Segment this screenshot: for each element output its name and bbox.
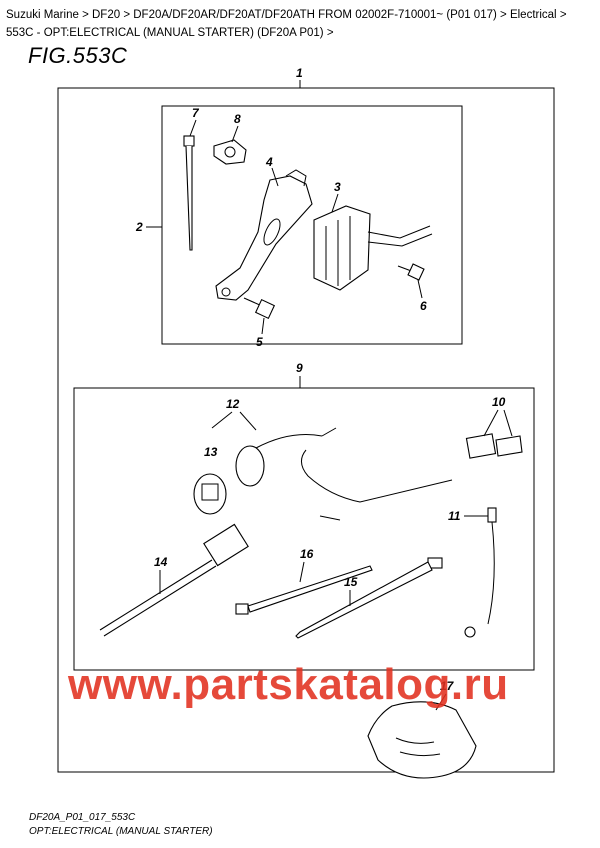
- svg-text:15: 15: [344, 575, 358, 589]
- callout-10[interactable]: 10: [483, 395, 513, 437]
- breadcrumb-separator: >: [500, 9, 507, 21]
- svg-text:7: 7: [192, 106, 200, 120]
- breadcrumb-separator: >: [559, 9, 567, 21]
- callout-14[interactable]: 14: [154, 555, 168, 594]
- breadcrumb-item-df20[interactable]: DF20: [92, 9, 121, 21]
- part-10-connector[interactable]: [465, 433, 523, 459]
- svg-text:11: 11: [448, 509, 461, 523]
- callout-9[interactable]: 9: [296, 361, 303, 388]
- svg-text:6: 6: [420, 299, 427, 313]
- group-box-upper: [161, 105, 463, 345]
- part-8-clamp[interactable]: [213, 139, 247, 165]
- breadcrumb-separator: >: [82, 9, 89, 21]
- part-14-cable-sleeve[interactable]: [99, 523, 249, 637]
- group-box-lower: [73, 387, 535, 671]
- svg-text:10: 10: [492, 395, 506, 409]
- part-7-cable-tie[interactable]: [183, 135, 195, 251]
- harness-cable: [301, 449, 453, 503]
- watermark-text: www.partskatalog.ru: [68, 660, 509, 709]
- part-16-cable-tie[interactable]: [235, 565, 373, 615]
- svg-text:16: 16: [300, 547, 314, 561]
- callout-15[interactable]: 15: [344, 575, 358, 606]
- part-6-bolt[interactable]: [397, 263, 425, 281]
- breadcrumb-item-suzuki-marine[interactable]: Suzuki Marine: [6, 9, 79, 21]
- callout-11[interactable]: 11: [448, 509, 488, 523]
- breadcrumb: Suzuki Marine > DF20 > DF20A/DF20AR/DF20…: [6, 6, 596, 42]
- svg-text:12: 12: [226, 397, 240, 411]
- svg-text:13: 13: [204, 445, 218, 459]
- svg-text:9: 9: [296, 361, 303, 375]
- svg-text:14: 14: [154, 555, 168, 569]
- svg-text:2: 2: [135, 220, 143, 234]
- part-12-switch[interactable]: [235, 427, 337, 487]
- callout-3[interactable]: 3: [331, 180, 341, 213]
- part-5-bolt[interactable]: [243, 297, 276, 320]
- part-11-ground-lead[interactable]: [464, 507, 497, 638]
- part-15-cable-tie[interactable]: [295, 557, 443, 639]
- callout-17[interactable]: 17: [435, 679, 455, 711]
- callout-7[interactable]: 7: [189, 106, 200, 137]
- breadcrumb-separator: >: [326, 27, 334, 39]
- svg-text:1: 1: [296, 66, 303, 80]
- outer-frame: [57, 87, 555, 773]
- breadcrumb-item-electrical[interactable]: Electrical: [509, 9, 557, 21]
- part-3-regulator[interactable]: [313, 205, 433, 291]
- callout-16[interactable]: 16: [299, 547, 314, 583]
- callout-4[interactable]: 4: [265, 155, 279, 187]
- svg-text:17: 17: [440, 679, 455, 693]
- svg-text:5: 5: [256, 335, 263, 349]
- svg-text:8: 8: [234, 112, 241, 126]
- figure-caption: OPT:ELECTRICAL (MANUAL STARTER): [29, 826, 213, 837]
- callout-8[interactable]: 8: [231, 112, 241, 143]
- callout-2[interactable]: 2: [135, 220, 162, 234]
- part-13-cap[interactable]: [193, 473, 227, 515]
- part-17-bag[interactable]: [367, 701, 477, 779]
- figure-code: DF20A_P01_017_553C: [29, 812, 136, 823]
- breadcrumb-item-current[interactable]: 553C - OPT:ELECTRICAL (MANUAL STARTER) (…: [6, 27, 324, 39]
- breadcrumb-separator: >: [123, 9, 131, 21]
- breadcrumb-item-model[interactable]: DF20A/DF20AR/DF20AT/DF20ATH FROM 02002F-…: [133, 9, 497, 21]
- harness-terminals: [319, 515, 341, 521]
- figure-title: FIG.553C: [28, 43, 128, 68]
- svg-text:3: 3: [334, 180, 341, 194]
- callout-12[interactable]: 12: [211, 397, 257, 431]
- svg-text:4: 4: [265, 155, 273, 169]
- callout-5[interactable]: 5: [256, 317, 265, 349]
- callout-13[interactable]: 13: [204, 445, 218, 459]
- callout-1[interactable]: 1: [296, 66, 303, 88]
- part-4-bracket[interactable]: [215, 169, 313, 301]
- callout-6[interactable]: 6: [417, 279, 427, 313]
